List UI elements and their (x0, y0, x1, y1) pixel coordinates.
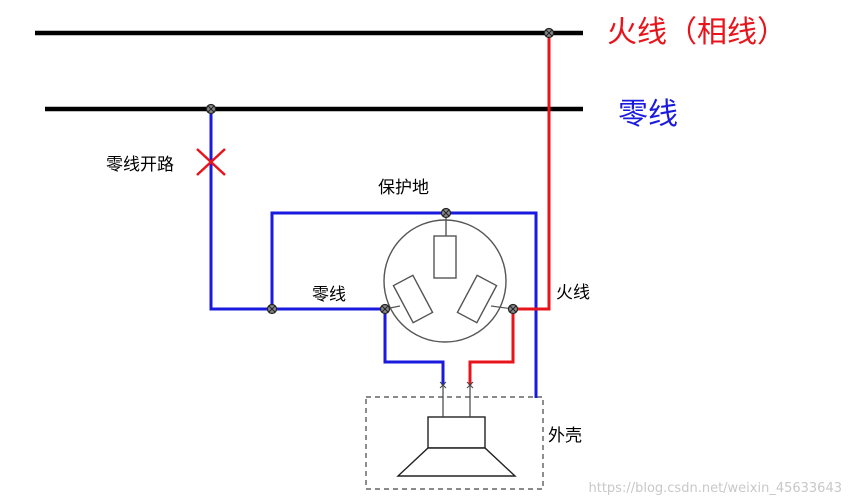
live-feed-wire (513, 33, 551, 311)
live-pin-slot (456, 274, 498, 324)
neutral-wire-label: 零线 (312, 285, 346, 305)
live-line-label: 火线（相线） (607, 15, 787, 50)
neutral-open-label: 零线开路 (106, 155, 174, 175)
protective-earth-label: 保护地 (378, 178, 429, 198)
appliance-body-base (396, 447, 517, 477)
appliance-body-top (427, 416, 486, 449)
live-wire-label: 火线 (556, 283, 590, 303)
earth-loop-wire (270, 211, 538, 398)
neutral-line-label: 零线 (618, 97, 678, 132)
terminal-mark-icon (439, 381, 474, 389)
neutral-pin-slot (392, 274, 434, 324)
junction-cross-marks (207, 29, 553, 313)
live-to-device-wire (468, 309, 515, 385)
cross-x-icon (196, 148, 226, 176)
earth-pin-slot (433, 235, 457, 279)
watermark-text: https://blog.csdn.net/weixin_45633643 (588, 481, 842, 496)
neutral-feed-wire (209, 109, 385, 311)
neutral-to-device-wire (383, 309, 445, 385)
enclosure-label: 外壳 (548, 426, 582, 446)
